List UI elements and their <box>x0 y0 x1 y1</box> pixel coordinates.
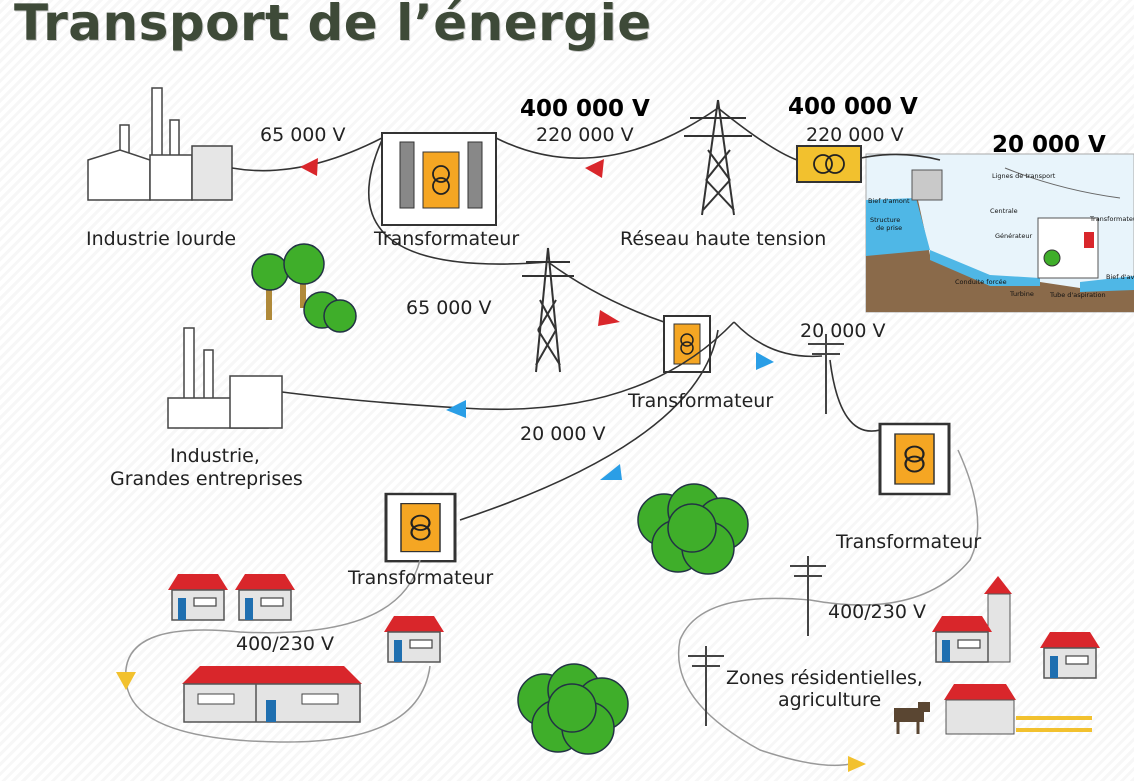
label-industrie-lourde: Industrie lourde <box>86 228 236 250</box>
dam-label-structure: Structure <box>870 216 900 224</box>
heavy-industry-icon <box>87 87 233 201</box>
arrow-red-3 <box>598 310 620 326</box>
wire-dam-to-inset <box>860 153 941 161</box>
low-voltage-pole-icon-1 <box>789 555 827 637</box>
voltage-65k-pylon: 65 000 V <box>406 297 492 319</box>
label-transformateur-main: Transformateur <box>373 228 519 250</box>
industry-icon <box>167 327 283 429</box>
dam-label-bief-amont: Bief d'amont <box>868 197 910 205</box>
slide-title: Transport de l’énergie <box>14 0 652 52</box>
church-icon <box>984 576 1012 663</box>
voltage-65k-industry: 65 000 V <box>260 124 346 146</box>
long-building-icon <box>182 666 362 723</box>
center-transformer-icon <box>663 315 711 373</box>
house-icon-5 <box>1039 631 1101 679</box>
dam-label-centrale: Centrale <box>990 207 1018 215</box>
main-transformer-icon <box>381 132 497 226</box>
house-icon-2 <box>234 573 296 621</box>
label-zones-residentielles: Zones résidentielles, <box>726 667 923 689</box>
house-icon-4 <box>931 615 993 663</box>
arrow-red-1 <box>300 158 318 176</box>
dam-label-bief-aval: Bief d'aval <box>1106 273 1134 281</box>
arrow-yellow-1 <box>116 672 136 690</box>
low-voltage-pole-icon-2 <box>687 645 725 727</box>
house-icon-3 <box>383 615 445 663</box>
label-agriculture: agriculture <box>778 689 881 711</box>
medium-pylon-icon <box>522 247 574 373</box>
voltage-20k-top: 20 000 V <box>992 132 1106 158</box>
lv-wire-right-loop <box>678 449 979 767</box>
voltage-220k-right: 220 000 V <box>806 124 904 146</box>
voltage-400-230-right: 400/230 V <box>828 601 926 623</box>
arrow-blue-2 <box>600 464 622 480</box>
right-transformer-icon <box>878 422 951 496</box>
voltage-400k-left: 400 000 V <box>520 96 650 122</box>
house-icon-1 <box>167 573 229 621</box>
wire-center-to-left-transformer <box>459 329 719 521</box>
voltage-400k-right: 400 000 V <box>788 94 918 120</box>
wire-pole-to-right-transformer <box>829 359 881 432</box>
voltage-20k-pole: 20 000 V <box>800 320 886 342</box>
bush-icon-1 <box>637 483 749 575</box>
arrow-blue-3 <box>756 352 774 370</box>
trees-icon <box>251 243 357 333</box>
voltage-400-230-left: 400/230 V <box>236 633 334 655</box>
wire-pylon-to-transformer <box>495 107 719 159</box>
voltage-20k-mid: 20 000 V <box>520 423 606 445</box>
generator-transformer-icon <box>796 145 862 183</box>
distribution-pole-icon <box>807 333 845 415</box>
dam-label-conduite: Conduite forcée <box>955 278 1007 286</box>
arrow-yellow-2 <box>848 756 866 772</box>
dam-label-transformateur: Transformateur <box>1089 215 1134 223</box>
label-reseau-haute-tension: Réseau haute tension <box>620 228 826 250</box>
cow-icon <box>894 702 930 734</box>
wire-center-to-industry <box>281 321 735 411</box>
wire-dam-to-pylon <box>717 107 798 161</box>
label-transformateur-right: Transformateur <box>835 531 981 553</box>
arrow-blue-1 <box>446 400 466 418</box>
hydro-dam-inset: Lignes de transport Bief d'amont Central… <box>865 153 1134 313</box>
label-transformateur-left: Transformateur <box>347 567 493 589</box>
label-grandes-entreprises: Grandes entreprises <box>110 468 303 490</box>
label-transformateur-center: Transformateur <box>627 390 773 412</box>
dam-label-tube: Tube d'aspiration <box>1049 291 1106 299</box>
bush-icon-2 <box>517 663 629 755</box>
arrow-red-2 <box>585 159 604 178</box>
dam-label-turbine: Turbine <box>1009 290 1034 298</box>
wire-transformer-loop <box>367 139 665 323</box>
voltage-220k-left: 220 000 V <box>536 124 634 146</box>
dam-label-de-prise: de prise <box>876 224 902 232</box>
wire-center-to-pole <box>733 321 823 358</box>
dam-label-lignes: Lignes de transport <box>992 172 1056 180</box>
label-industrie: Industrie, <box>170 445 260 467</box>
left-transformer-icon <box>384 492 457 563</box>
farm-house-icon <box>944 684 1092 735</box>
dam-label-generateur: Générateur <box>995 232 1032 240</box>
high-voltage-pylon-icon <box>684 99 752 216</box>
